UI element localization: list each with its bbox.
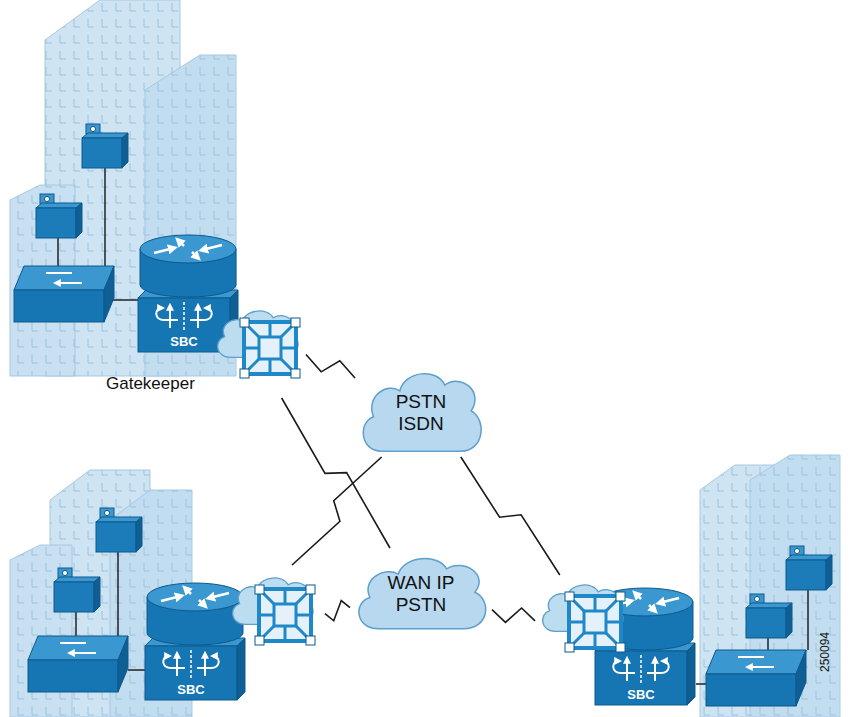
- wan-link: [325, 601, 350, 621]
- router: [140, 235, 236, 297]
- sbc-node: SBC: [143, 565, 325, 705]
- sbc-box: [145, 638, 245, 700]
- lan-switch: [706, 650, 806, 706]
- cloud-shape: [359, 559, 486, 629]
- video-endpoint: [82, 124, 128, 168]
- cloud-label: PSTN ISDN: [385, 391, 457, 435]
- drawing-part: [117, 552, 119, 640]
- wan-link: [292, 457, 382, 565]
- cloud-shape: [363, 374, 481, 452]
- gatekeeper-icon: [218, 311, 300, 378]
- video-endpoint: [96, 508, 142, 552]
- sbc-node: SBC: [535, 575, 697, 709]
- lan-switch: [14, 266, 114, 322]
- figure-number: 250094: [818, 632, 832, 672]
- drawing-part: [112, 299, 140, 301]
- video-endpoint: [746, 594, 792, 638]
- cloud-label: WAN IP PSTN: [381, 572, 461, 616]
- wan-link: [461, 457, 560, 575]
- gatekeeper-icon: [543, 585, 625, 652]
- network-cloud: WAN IP PSTN: [350, 548, 492, 634]
- drawing-part: [104, 168, 106, 270]
- wan-link: [492, 608, 535, 622]
- video-endpoint: [36, 194, 82, 238]
- gatekeeper-icon: [233, 578, 315, 645]
- device-label: Gatekeeper: [106, 374, 195, 394]
- lan-switch: [28, 636, 128, 692]
- device-label: SBC: [138, 335, 230, 349]
- device-label: SBC: [595, 688, 687, 702]
- drawing-part: [128, 669, 146, 671]
- device-label: SBC: [145, 683, 237, 697]
- router: [147, 583, 243, 645]
- wan-link: [306, 355, 355, 378]
- network-cloud: PSTN ISDN: [355, 362, 487, 457]
- drawing-part: [807, 590, 809, 650]
- video-endpoint: [786, 546, 832, 590]
- office-building: [700, 455, 840, 717]
- sbc-node: SBC: [136, 230, 306, 398]
- sbc-box: [595, 643, 695, 705]
- video-endpoint: [54, 568, 100, 612]
